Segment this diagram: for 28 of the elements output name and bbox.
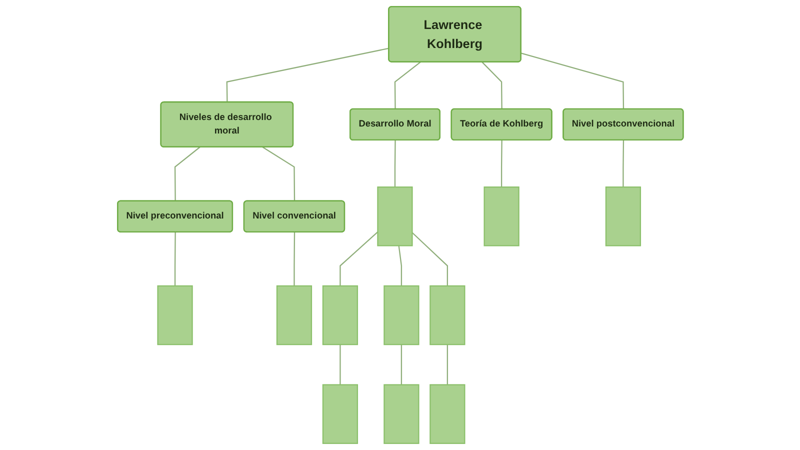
connector — [400, 344, 402, 385]
node-box — [429, 285, 465, 346]
node-box — [383, 285, 419, 346]
node-box — [605, 186, 641, 246]
connector — [174, 232, 176, 286]
connector — [394, 140, 396, 188]
connector — [394, 62, 420, 110]
node-box — [276, 285, 312, 346]
connector — [339, 232, 378, 286]
connector — [293, 232, 295, 286]
connector — [500, 140, 502, 188]
connector — [339, 344, 340, 385]
connector — [520, 52, 624, 110]
connector — [622, 140, 624, 188]
node-box — [483, 186, 519, 246]
connector — [411, 232, 448, 286]
connector — [481, 62, 502, 110]
node-box — [322, 285, 358, 346]
connector — [174, 146, 200, 202]
node-box — [376, 186, 412, 246]
node-box — [429, 384, 465, 444]
connector — [398, 246, 402, 286]
node-box — [156, 285, 192, 346]
connector — [226, 48, 389, 102]
connector — [446, 344, 448, 385]
node-box — [383, 384, 419, 444]
node-box — [322, 384, 358, 444]
connector — [262, 146, 295, 202]
